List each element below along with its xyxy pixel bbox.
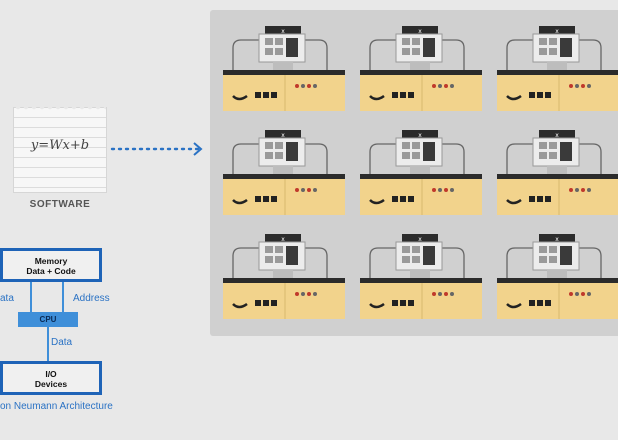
data-connector-bottom [47, 327, 49, 361]
software-note: y=Wx+b [14, 104, 106, 192]
io-box: I/O Devices [0, 361, 102, 395]
svg-text:x: x [555, 132, 559, 139]
address-label: Address [73, 293, 110, 304]
memory-box: Memory Data + Code [0, 248, 102, 282]
hardware-machine: x [360, 26, 482, 114]
hardware-grid-panel: x x x x x x x x x [210, 10, 618, 336]
svg-text:x: x [281, 132, 285, 139]
hardware-machine: x [497, 26, 618, 114]
hardware-machine: x [223, 26, 345, 114]
svg-text:x: x [281, 236, 285, 243]
svg-text:x: x [555, 28, 559, 35]
dotted-arrow-icon [110, 142, 203, 156]
equation-text: y=Wx+b [30, 138, 90, 153]
svg-text:x: x [555, 236, 559, 243]
io-title: I/O [45, 369, 57, 379]
hardware-machine: x [497, 130, 618, 218]
io-subtitle: Devices [34, 379, 68, 389]
address-connector [62, 282, 64, 312]
von-neumann-caption: on Neumann Architecture [0, 401, 113, 412]
svg-text:x: x [281, 28, 285, 35]
svg-text:x: x [418, 28, 422, 35]
hardware-machine: x [360, 130, 482, 218]
memory-title: Memory [34, 256, 68, 266]
memory-subtitle: Data + Code [26, 266, 76, 276]
hardware-machine: x [497, 234, 618, 322]
software-label: SOFTWARE [29, 199, 91, 210]
hardware-machine: x [360, 234, 482, 322]
data-label-left: ata [0, 293, 14, 304]
svg-text:x: x [418, 132, 422, 139]
data-connector-left [30, 282, 32, 312]
svg-text:x: x [418, 236, 422, 243]
hardware-machine: x [223, 234, 345, 322]
hardware-machine: x [223, 130, 345, 218]
cpu-box: CPU [18, 312, 78, 327]
data-label-bottom: Data [51, 337, 73, 348]
